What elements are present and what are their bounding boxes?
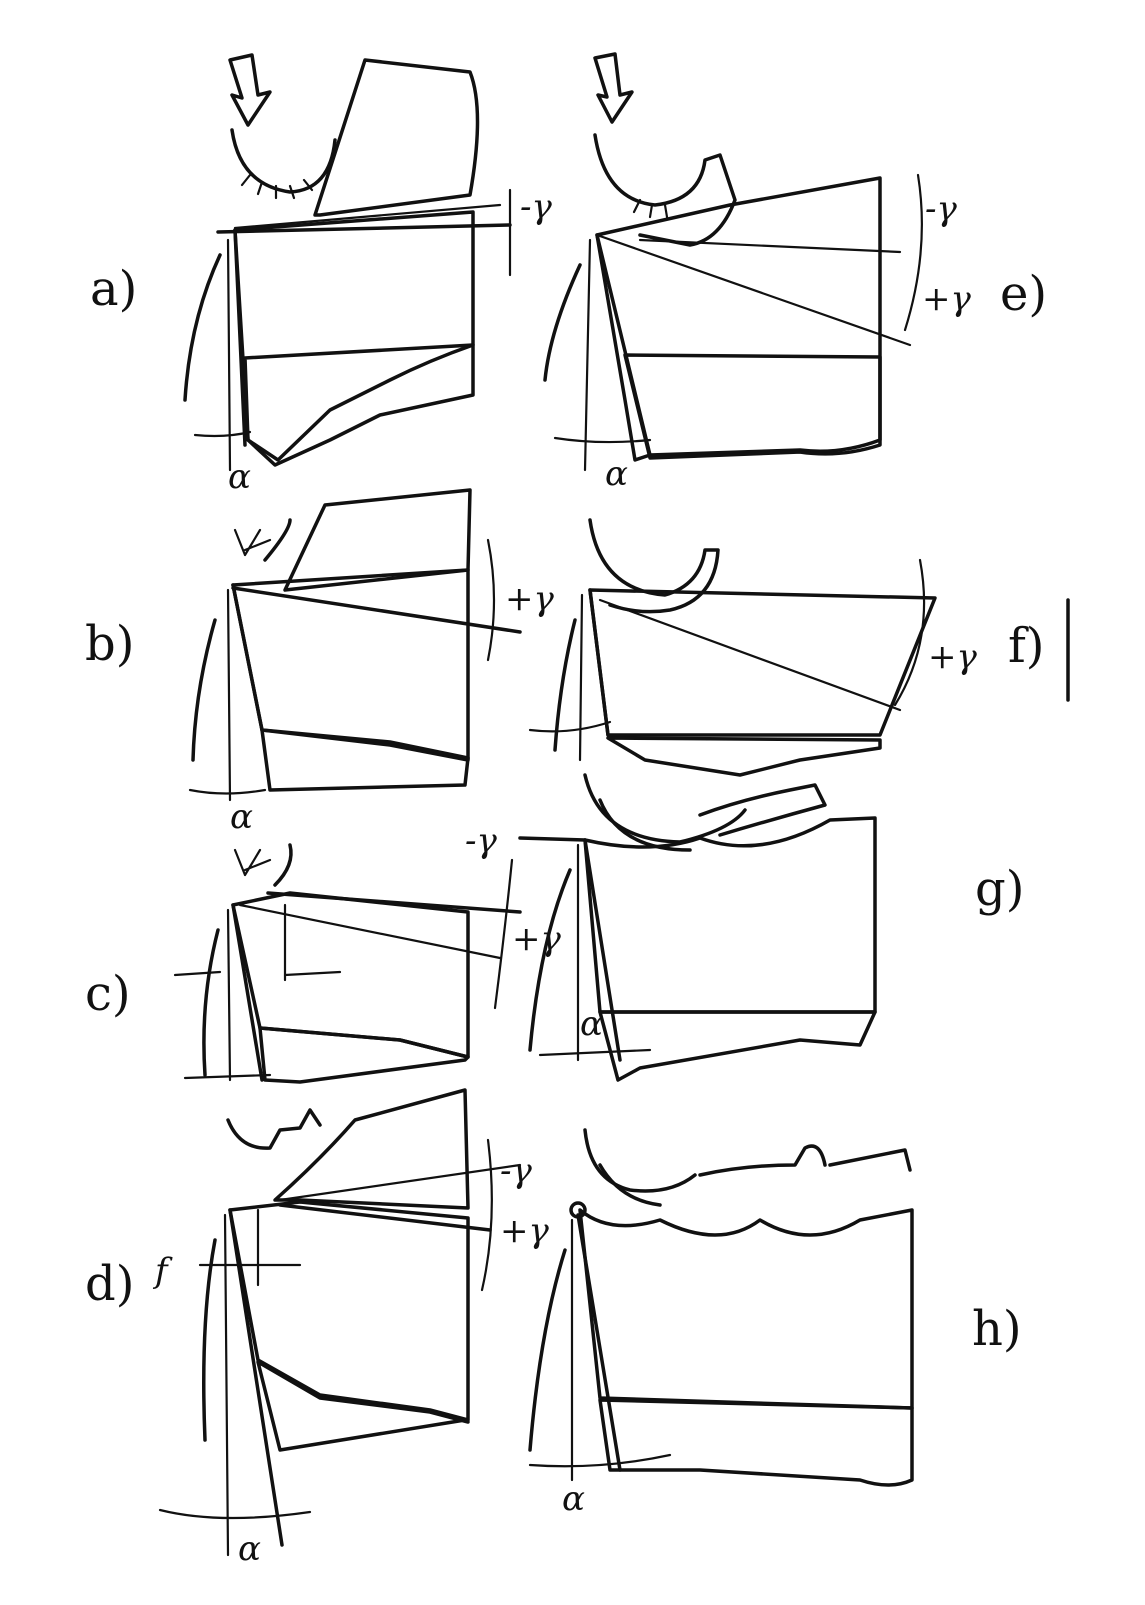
panel-a: -γ α a)	[90, 53, 552, 497]
angle-label-f-plus-gamma: +γ	[928, 637, 977, 677]
panel-e: -γ +γ α e)	[543, 52, 1047, 494]
angle-label-h-alpha: α	[562, 1479, 585, 1519]
angle-label-b-plus-gamma: +γ	[505, 579, 554, 619]
panel-label-d: d)	[85, 1256, 134, 1312]
panel-d: f -γ +γ α d)	[85, 1088, 549, 1569]
angle-label-a-alpha: α	[228, 457, 251, 497]
angle-label-g-alpha: α	[580, 1004, 603, 1044]
panel-h: α h)	[528, 1128, 1022, 1519]
panel-label-c: c)	[85, 966, 131, 1022]
angle-label-c-plus-gamma: +γ	[512, 919, 561, 959]
panel-label-f: f)	[1008, 618, 1045, 674]
panel-f: +γ f)	[528, 518, 1070, 777]
panel-label-e: e)	[1000, 266, 1047, 322]
panel-label-a: a)	[90, 261, 137, 317]
angle-label-d-alpha: α	[238, 1529, 261, 1569]
panel-label-h: h)	[972, 1301, 1022, 1357]
panel-label-g: g)	[975, 861, 1024, 917]
panel-c: -γ +γ c)	[85, 821, 561, 1084]
panel-label-b: b)	[85, 616, 134, 672]
angle-label-e-minus-gamma: -γ	[925, 189, 957, 229]
angle-label-d-minus-gamma: -γ	[500, 1151, 532, 1191]
angle-label-d-plus-gamma: +γ	[500, 1211, 549, 1251]
angle-label-e-alpha: α	[605, 454, 628, 494]
feed-arrow-icon	[593, 52, 634, 124]
angle-label-c-minus-gamma: -γ	[465, 821, 497, 861]
panel-b: +γ α b)	[85, 488, 554, 837]
angle-label-e-plus-gamma: +γ	[922, 279, 971, 319]
angle-label-b-alpha: α	[230, 797, 253, 837]
angle-label-d-f: f	[152, 1251, 173, 1291]
feed-arrow-icon	[228, 53, 272, 127]
angle-label-a-gamma: -γ	[520, 187, 552, 227]
panel-g: α g)	[518, 773, 1024, 1082]
